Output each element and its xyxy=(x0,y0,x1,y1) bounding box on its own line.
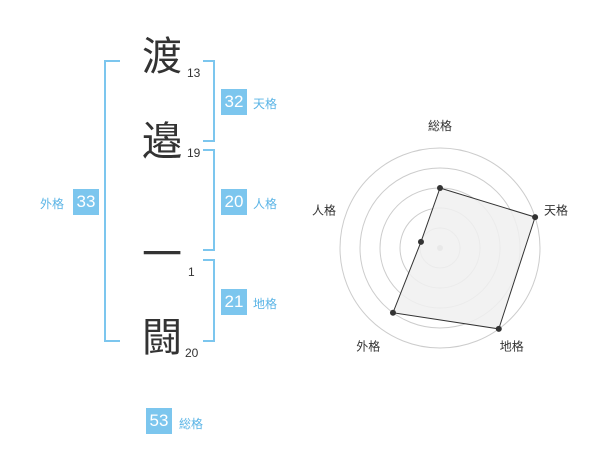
stroke-count-4: 20 xyxy=(185,346,199,360)
chikaku-label: 地格 xyxy=(253,297,278,311)
tenkaku-label: 天格 xyxy=(253,97,278,111)
soukaku-score: 53 xyxy=(146,408,172,434)
radar-data-point xyxy=(495,325,502,332)
chikaku-score: 21 xyxy=(221,289,247,315)
jinkaku-score: 20 xyxy=(221,189,247,215)
stroke-count-1: 13 xyxy=(187,66,201,80)
stroke-count-2: 19 xyxy=(187,146,201,160)
name-char-4: 闘 xyxy=(142,315,182,361)
gaikaku-bracket xyxy=(104,60,120,342)
radar-data-point xyxy=(532,214,539,221)
chikaku-bracket xyxy=(203,259,215,342)
name-char-2: 邉 xyxy=(142,119,182,165)
stroke-count-3: 1 xyxy=(188,265,195,279)
radar-data-point xyxy=(437,185,443,191)
radar-grid-ring xyxy=(339,147,541,349)
name-char-1: 渡 xyxy=(142,34,182,80)
radar-axis-label: 天格 xyxy=(544,202,568,217)
name-char-3: 一 xyxy=(142,232,182,278)
radar-axis-label: 総格 xyxy=(428,118,452,133)
soukaku-label: 総格 xyxy=(179,417,204,431)
gaikaku-label: 外格 xyxy=(40,197,65,211)
radar-data-point xyxy=(389,309,396,316)
radar-data-point xyxy=(417,238,424,245)
gaikaku-score: 33 xyxy=(73,189,99,215)
tenkaku-bracket xyxy=(203,60,215,142)
radar-axis-label: 地格 xyxy=(500,339,524,354)
radar-data-polygon xyxy=(392,187,536,330)
radar-axis-label: 外格 xyxy=(356,339,380,354)
radar-axis-label: 人格 xyxy=(312,202,336,217)
jinkaku-bracket xyxy=(203,149,215,251)
jinkaku-label: 人格 xyxy=(253,197,278,211)
tenkaku-score: 32 xyxy=(221,89,247,115)
